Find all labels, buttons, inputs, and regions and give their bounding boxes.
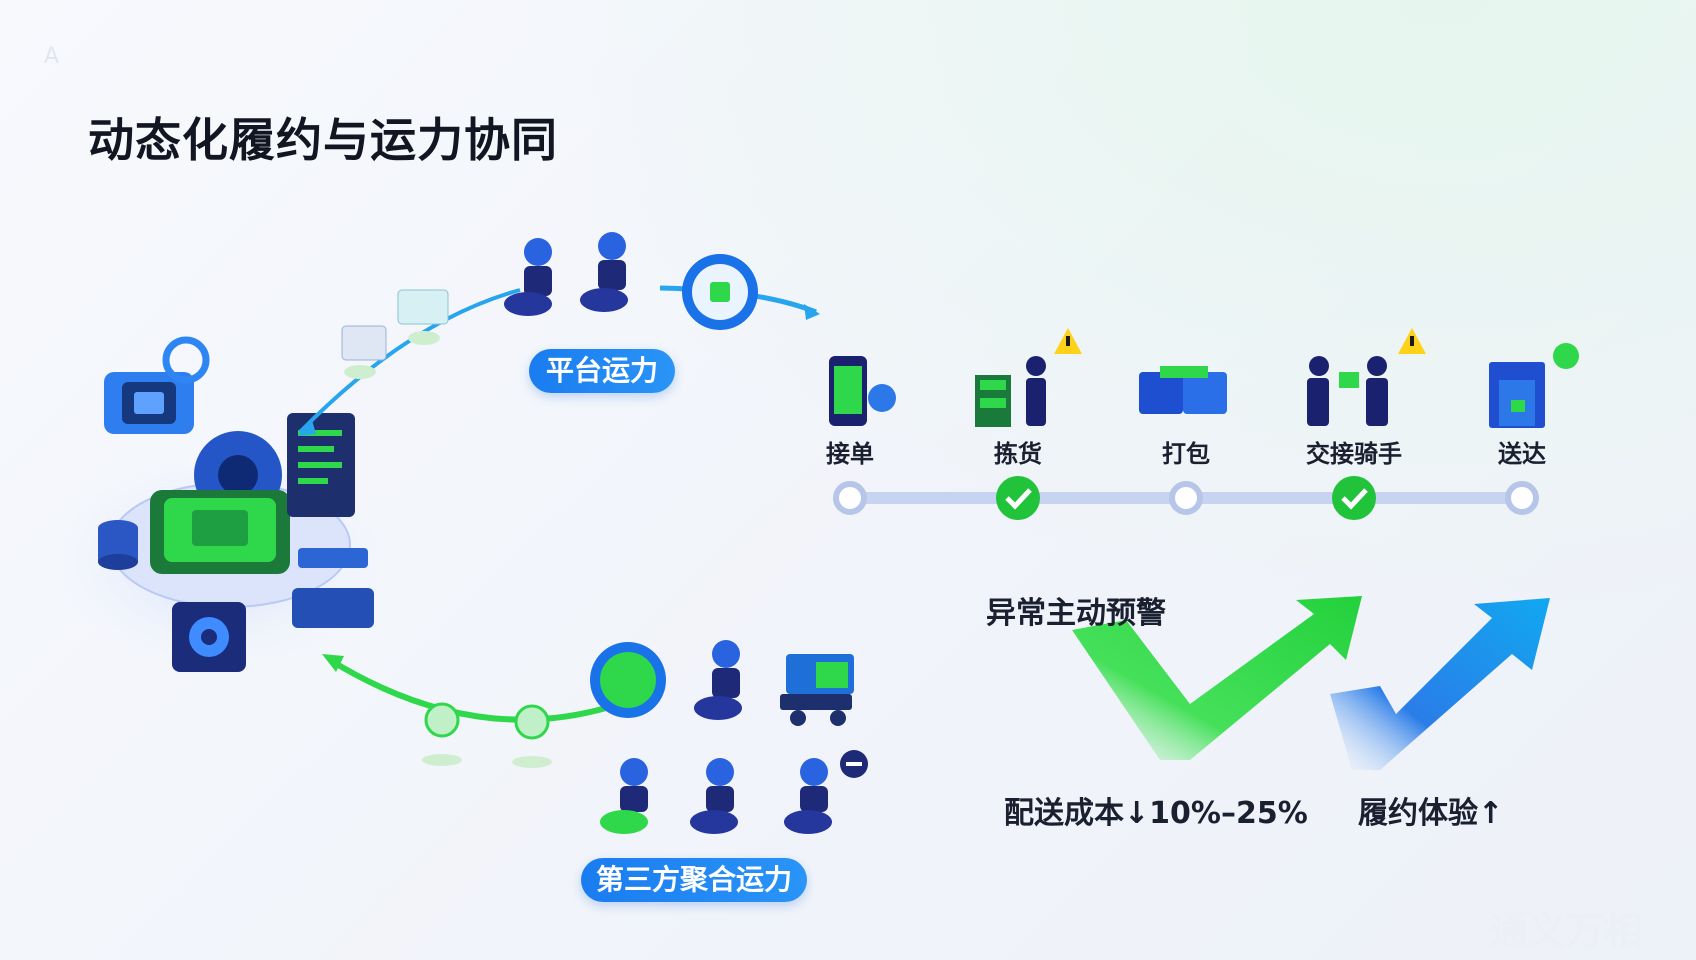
courier-rider-icon (504, 238, 552, 316)
step-label-rider-handover: 交接骑手 (1306, 440, 1402, 468)
database-icon (98, 520, 138, 570)
process-icons (829, 328, 1579, 428)
corner-mark: A (44, 44, 60, 69)
parcel-box-icon (341, 289, 449, 379)
step-label-delivered: 送达 (1498, 440, 1546, 468)
delivery-truck-icon (780, 654, 854, 726)
dashboard-panel-icon (287, 413, 355, 517)
step-label-picking: 拣货 (994, 440, 1042, 468)
page-title: 动态化履约与运力协同 (88, 113, 558, 167)
courier-rider-icon (580, 232, 628, 312)
platform-capacity-route (298, 232, 820, 436)
aggregation-hub-icon (590, 642, 666, 718)
process-timeline (833, 476, 1539, 520)
handover-icon (1307, 356, 1388, 426)
third-party-capacity-label: 第三方聚合运力 (581, 858, 807, 902)
package-boxes-icon (1139, 366, 1227, 414)
fulfillment-hub-illustration (50, 336, 390, 672)
timeline-node-pending (1169, 481, 1203, 515)
green-trend-arrow (1072, 596, 1362, 760)
warning-icon (1054, 328, 1082, 354)
courier-rider-icon (784, 758, 832, 834)
courier-rider-icon (690, 758, 738, 834)
step-label-accept-order: 接单 (826, 440, 874, 468)
smile-icon (1553, 343, 1579, 369)
timeline-node-done (996, 476, 1040, 520)
fulfillment-experience-metric: 履约体验↑ (1358, 796, 1504, 831)
third-party-capacity-route (322, 640, 868, 834)
timeline-node-pending (833, 481, 867, 515)
courier-rider-icon (600, 758, 648, 834)
courier-rider-icon (694, 640, 742, 720)
proactive-warning-label: 异常主动预警 (986, 596, 1166, 631)
platform-capacity-label: 平台运力 (529, 349, 675, 393)
processor-chip-icon (150, 490, 290, 574)
timeline-node-pending (1505, 481, 1539, 515)
phone-order-icon (829, 356, 896, 426)
timeline-node-done (1332, 476, 1376, 520)
location-pin-icon (512, 704, 552, 768)
cloud-chip-icon (104, 372, 194, 434)
picker-shelf-icon (975, 356, 1046, 427)
settings-tile-icon (172, 602, 246, 672)
server-rack-icon (292, 548, 374, 628)
step-label-packing: 打包 (1162, 440, 1210, 468)
blue-trend-arrow (1330, 598, 1550, 770)
trend-arrows (1072, 596, 1550, 770)
location-pin-icon (422, 702, 462, 766)
watermark: 通义万相 (1490, 909, 1643, 953)
minus-badge-icon (840, 750, 868, 778)
warning-icon (1398, 328, 1426, 354)
delivery-cost-metric: 配送成本↓10%–25% (1004, 796, 1308, 831)
store-door-icon (1489, 362, 1545, 428)
sync-ring-icon (162, 336, 210, 384)
drone-delivery-icon (682, 254, 758, 330)
